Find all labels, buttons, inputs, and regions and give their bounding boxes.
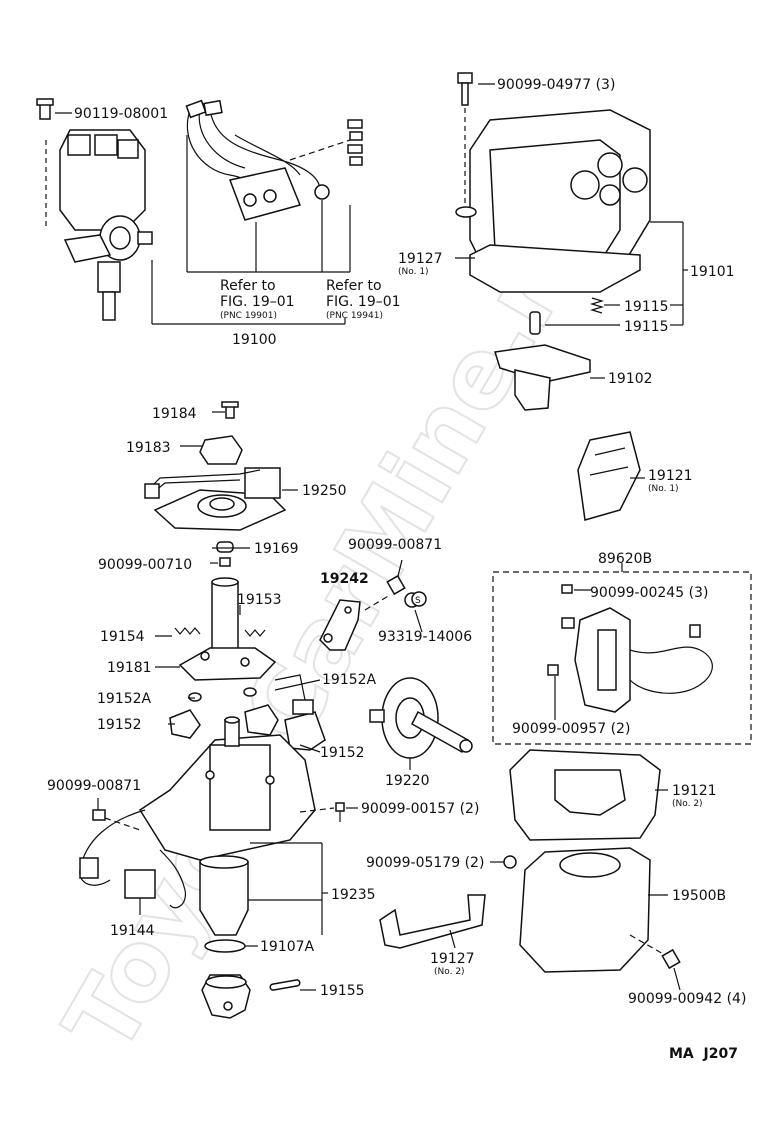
label-19153: 19153 xyxy=(237,592,282,608)
label-19181: 19181 xyxy=(107,660,152,676)
label-19121-no2: 19121 xyxy=(672,783,717,799)
refer-2-line2: FIG. 19–01 xyxy=(326,294,401,310)
label-90119-08001: 90119-08001 xyxy=(74,106,168,122)
ignition-coil-illustration xyxy=(274,674,326,751)
screw-00157-illustration xyxy=(335,802,345,822)
label-19101: 19101 xyxy=(690,264,735,280)
label-90099-00871-a: 90099-00871 xyxy=(348,537,442,553)
label-19169: 19169 xyxy=(254,541,299,557)
rotor-illustration xyxy=(494,344,591,411)
signal-generator-illustration xyxy=(144,401,287,531)
label-90099-00871-b: 90099-00871 xyxy=(47,778,141,794)
label-19152-left: 19152 xyxy=(97,717,142,733)
label-90099-00245: 90099-00245 (3) xyxy=(590,585,708,601)
label-19127-no2: 19127 xyxy=(430,951,475,967)
label-90099-04977: 90099-04977 (3) xyxy=(497,77,615,93)
governor-shaft-illustration xyxy=(169,541,279,739)
label-19235: 19235 xyxy=(331,887,376,903)
label-19500B: 19500B xyxy=(672,888,726,904)
driven-gear-illustration xyxy=(201,974,301,1019)
label-19127-no1: 19127 xyxy=(398,251,443,267)
label-19155: 19155 xyxy=(320,983,365,999)
label-19115-b: 19115 xyxy=(624,319,669,335)
label-19250: 19250 xyxy=(302,483,347,499)
distributor-cover-illustration xyxy=(503,847,681,973)
ignition-cords-illustration xyxy=(185,99,363,273)
label-19152-right: 19152 xyxy=(320,745,365,761)
igniter-cover-no2-illustration xyxy=(509,749,661,841)
distributor-assembly-illustration xyxy=(36,98,153,321)
refer-2-pnc: (PNC 19941) xyxy=(326,311,383,321)
label-19121-no1-note: (No. 1) xyxy=(648,484,679,494)
cap-spring-illustration xyxy=(529,297,605,335)
wiring-connector-illustration xyxy=(79,809,187,909)
label-90099-00710: 90099-00710 xyxy=(98,557,192,573)
label-19242: 19242 xyxy=(320,571,369,587)
igniter-kit-box xyxy=(492,563,752,745)
label-19100: 19100 xyxy=(232,332,277,348)
label-19152A-left: 19152A xyxy=(97,691,152,707)
refer-2-line1: Refer to xyxy=(326,278,382,294)
refer-1-pnc: (PNC 19901) xyxy=(220,311,277,321)
label-19127-no1-note: (No. 1) xyxy=(398,267,429,277)
label-19154: 19154 xyxy=(100,629,145,645)
label-19107A: 19107A xyxy=(260,939,315,955)
igniter-cover-no1-illustration xyxy=(577,431,641,521)
label-19127-no2-note: (No. 2) xyxy=(434,967,465,977)
label-19121-no1: 19121 xyxy=(648,468,693,484)
label-19144: 19144 xyxy=(110,923,155,939)
label-19102: 19102 xyxy=(608,371,653,387)
label-90099-05179: 90099-05179 (2) xyxy=(366,855,484,871)
label-19121-no2-note: (No. 2) xyxy=(672,799,703,809)
clamp-no2-illustration xyxy=(379,894,486,949)
washer-symbol xyxy=(411,591,427,607)
label-90099-00957: 90099-00957 (2) xyxy=(512,721,630,737)
bracket-19242-illustration xyxy=(319,574,420,651)
label-19220: 19220 xyxy=(385,773,430,789)
sheet-code: MA J207 xyxy=(669,1046,738,1062)
label-19183: 19183 xyxy=(126,440,171,456)
refer-1-line2: FIG. 19–01 xyxy=(220,294,295,310)
label-19184: 19184 xyxy=(152,406,197,422)
label-89620B: 89620B xyxy=(598,551,652,567)
label-19115-a: 19115 xyxy=(624,299,669,315)
washer-symbol-s: S xyxy=(415,596,421,606)
distributor-housing-illustration xyxy=(138,716,316,953)
label-19152A-right: 19152A xyxy=(322,672,377,688)
distributor-cap-illustration xyxy=(455,72,651,293)
refer-1-line1: Refer to xyxy=(220,278,276,294)
label-93319-14006: 93319-14006 xyxy=(378,629,472,645)
label-90099-00942: 90099-00942 (4) xyxy=(628,991,746,1007)
vacuum-advancer-illustration xyxy=(369,677,473,759)
label-90099-00157: 90099-00157 (2) xyxy=(361,801,479,817)
